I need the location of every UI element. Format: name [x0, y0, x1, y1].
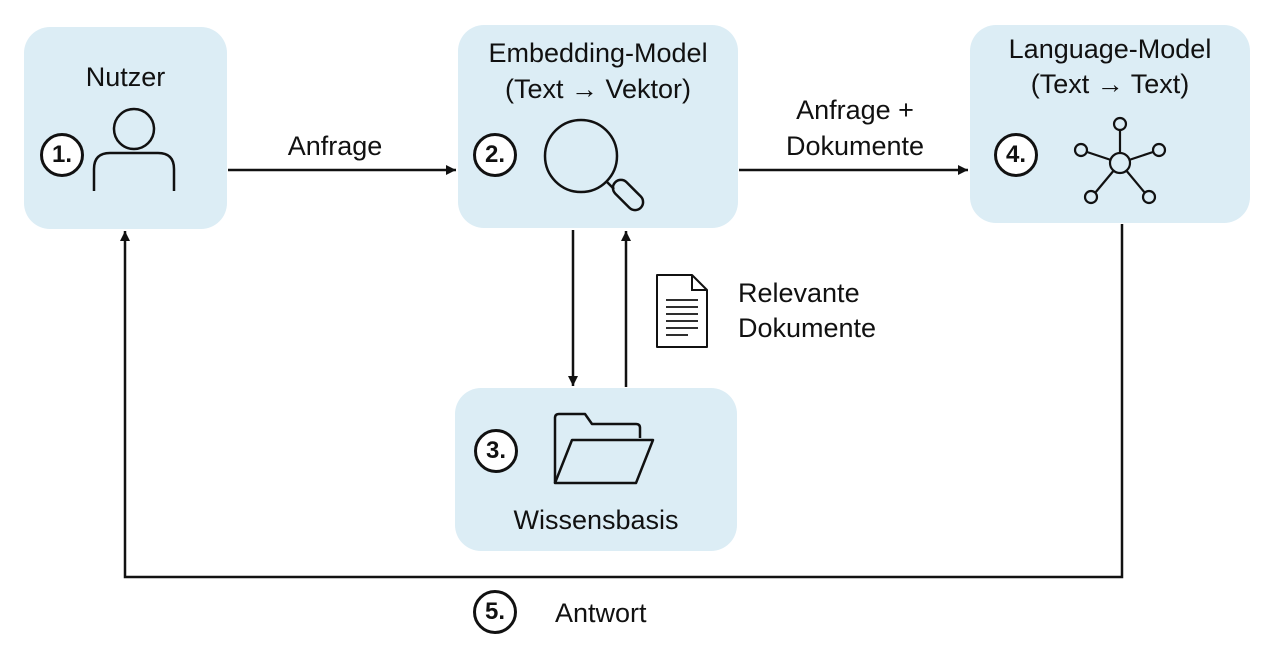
user-title: Nutzer — [85, 62, 166, 92]
step-badge-4: 4. — [994, 133, 1038, 177]
edge-label-answer: Antwort — [555, 598, 647, 628]
embedding-title-line2: (Text → Vektor) — [504, 74, 692, 104]
network-icon — [1073, 116, 1167, 205]
language-model-box — [970, 25, 1250, 223]
embedding-model-box — [458, 25, 738, 228]
user-icon — [92, 107, 176, 191]
edge-label-relevant-docs-line2: Dokumente — [738, 313, 877, 343]
folder-icon — [553, 412, 655, 485]
arrow-language-to-user — [120, 224, 1124, 579]
edge-label-request-docs-line2: Dokumente — [785, 131, 925, 161]
language-title-line2: (Text → Text) — [1030, 69, 1190, 99]
edge-label-request-docs-line1: Anfrage + — [796, 95, 914, 125]
embedding-title-line1: Embedding-Model — [488, 38, 708, 68]
step-badge-1: 1. — [40, 133, 84, 177]
user-box — [24, 27, 227, 229]
language-title-line1: Language-Model — [1008, 34, 1212, 64]
step-badge-5: 5. — [473, 590, 517, 634]
edge-label-relevant-docs-line1: Relevante — [738, 278, 860, 308]
step-badge-3: 3. — [474, 429, 518, 473]
knowledge-title: Wissensbasis — [513, 505, 679, 535]
edge-label-request: Anfrage — [287, 131, 383, 161]
step-badge-2: 2. — [473, 133, 517, 177]
document-icon — [656, 274, 708, 348]
magnifier-icon — [543, 118, 645, 212]
